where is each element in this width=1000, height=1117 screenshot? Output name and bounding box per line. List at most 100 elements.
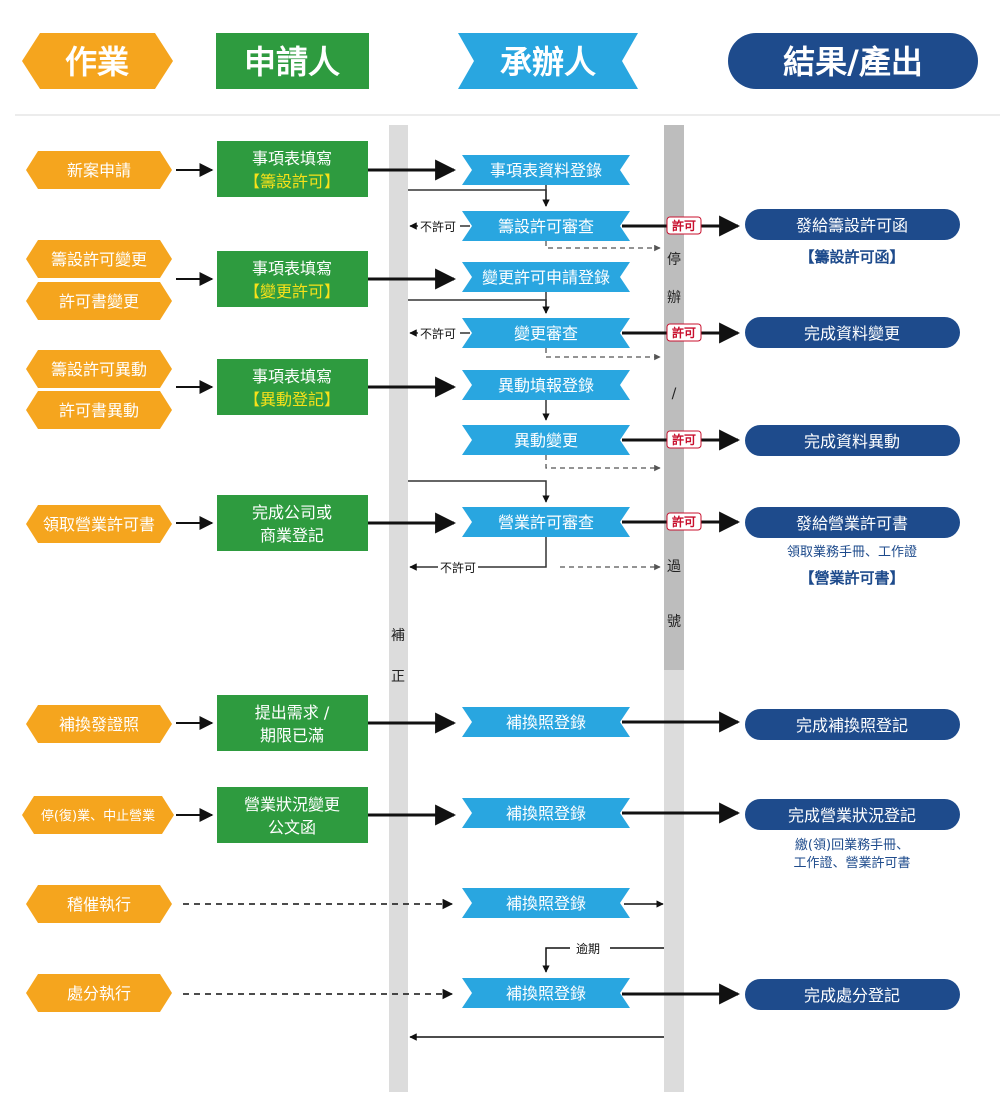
permit-label-2: 許可 xyxy=(672,325,696,340)
result-reissue: 完成補換照登記 xyxy=(745,709,960,740)
applicant-fill-3-line2: 【異動登記】 xyxy=(244,390,340,409)
left-prep-alter: 籌設許可異動 xyxy=(26,350,172,388)
handler-reissue-register-3-label: 補換照登錄 xyxy=(506,894,586,913)
stop-pass-bar-lower xyxy=(664,670,684,1092)
header-applicant: 申請人 xyxy=(216,33,369,89)
left-prep-change: 籌設許可變更 xyxy=(26,240,172,278)
handler-data-register-label: 事項表資料登錄 xyxy=(490,161,602,180)
left-get-license: 領取營業許可書 xyxy=(26,505,172,543)
left-license-change: 許可書變更 xyxy=(26,282,172,320)
permit-tags: 許可 許可 許可 許可 xyxy=(666,216,702,531)
header-work: 作業 xyxy=(22,33,173,89)
applicant-fill-2: 事項表填寫 【變更許可】 xyxy=(217,251,368,307)
applicant-request-line1: 提出需求 / xyxy=(255,703,330,722)
left-reissue: 補換發證照 xyxy=(26,705,172,743)
handler-alter-register: 異動填報登錄 xyxy=(462,370,630,400)
pass-char-2: 號 xyxy=(667,614,681,630)
applicant-company-line2: 商業登記 xyxy=(260,526,324,545)
handler-business-review-label: 營業許可審查 xyxy=(498,513,594,532)
left-reissue-label: 補換發證照 xyxy=(59,715,139,734)
stop-char-2: 辦 xyxy=(667,290,681,306)
applicant-status-line2: 公文函 xyxy=(268,818,316,837)
correction-bar xyxy=(389,125,408,1092)
left-new-case: 新案申請 xyxy=(26,151,172,189)
applicant-request-line2: 期限已滿 xyxy=(260,726,324,745)
applicant-fill-1-line2: 【籌設許可】 xyxy=(244,172,340,191)
urge-flow-lines xyxy=(409,900,664,1041)
result-data-change-label: 完成資料變更 xyxy=(804,324,900,343)
permit-label-4: 許可 xyxy=(672,514,696,529)
handler-alter-change: 異動變更 xyxy=(462,425,630,455)
handler-change-review: 變更審查 xyxy=(462,318,630,348)
stop-pass-bar xyxy=(664,125,684,670)
permit-label-1: 許可 xyxy=(672,218,696,233)
applicant-fill-2-line1: 事項表填寫 xyxy=(252,259,332,278)
stop-slash: / xyxy=(672,386,677,402)
result-business-license-note-2: 【營業許可書】 xyxy=(799,569,904,587)
handler-reissue-register-1-label: 補換照登錄 xyxy=(506,713,586,732)
handler-alter-change-label: 異動變更 xyxy=(514,431,578,450)
result-prep-letter-note: 【籌設許可函】 xyxy=(799,248,904,266)
handler-change-register-label: 變更許可申請登錄 xyxy=(482,268,610,287)
handler-prep-review: 籌設許可審查 xyxy=(462,211,630,241)
applicant-fill-3-line1: 事項表填寫 xyxy=(252,367,332,386)
left-license-change-label: 許可書變更 xyxy=(59,292,139,311)
applicant-status-line1: 營業狀況變更 xyxy=(244,795,340,814)
header-work-label: 作業 xyxy=(65,43,129,81)
header-result: 結果/產出 xyxy=(728,33,978,89)
applicant-status: 營業狀況變更 公文函 xyxy=(217,787,368,843)
applicant-to-handler-arrows xyxy=(368,159,457,826)
handler-reissue-register-4: 補換照登錄 xyxy=(462,978,630,1008)
left-license-alter-label: 許可書異動 xyxy=(59,401,139,420)
result-status-note-2: 工作證、營業許可書 xyxy=(793,855,910,871)
header-handler: 承辦人 xyxy=(458,33,638,89)
applicant-request: 提出需求 / 期限已滿 xyxy=(217,695,368,751)
handler-change-review-label: 變更審查 xyxy=(514,324,578,343)
left-prep-change-label: 籌設許可變更 xyxy=(51,250,147,269)
result-penalty: 完成處分登記 xyxy=(745,979,960,1010)
applicant-fill-1-line1: 事項表填寫 xyxy=(252,149,332,168)
result-prep-letter: 發給籌設許可函 xyxy=(745,209,960,240)
result-data-change: 完成資料變更 xyxy=(745,317,960,348)
result-data-alter: 完成資料異動 xyxy=(745,425,960,456)
pass-char-1: 過 xyxy=(667,559,681,575)
not-permit-label-3: 不許可 xyxy=(440,561,476,575)
handler-alter-register-label: 異動填報登錄 xyxy=(498,376,594,395)
correction-char-1: 補 xyxy=(391,628,405,644)
handler-reissue-register-4-label: 補換照登錄 xyxy=(506,984,586,1003)
applicant-company-line1: 完成公司或 xyxy=(252,503,332,522)
left-license-alter: 許可書異動 xyxy=(26,391,172,429)
applicant-company: 完成公司或 商業登記 xyxy=(217,495,368,551)
left-get-license-label: 領取營業許可書 xyxy=(43,515,155,534)
result-reissue-label: 完成補換照登記 xyxy=(796,716,908,735)
result-business-license-label: 發給營業許可書 xyxy=(796,514,908,533)
result-business-license-note-1: 領取業務手冊、工作證 xyxy=(787,544,917,560)
handler-reissue-register-1: 補換照登錄 xyxy=(462,707,630,737)
result-data-alter-label: 完成資料異動 xyxy=(804,432,900,451)
correction-char-2: 正 xyxy=(391,669,405,685)
result-status-label: 完成營業狀況登記 xyxy=(788,806,916,825)
handler-reissue-register-2-label: 補換照登錄 xyxy=(506,804,586,823)
handler-business-review: 營業許可審查 xyxy=(462,507,630,537)
handler-reissue-register-3: 補換照登錄 xyxy=(462,888,630,918)
applicant-fill-1: 事項表填寫 【籌設許可】 xyxy=(217,141,368,197)
overdue-label: 逾期 xyxy=(576,941,600,956)
left-prep-alter-label: 籌設許可異動 xyxy=(51,360,147,379)
left-to-applicant-arrows xyxy=(176,163,214,822)
left-suspend-label: 停(復)業、中止營業 xyxy=(41,808,155,824)
handler-change-register: 變更許可申請登錄 xyxy=(462,262,630,292)
header-handler-label: 承辦人 xyxy=(500,43,596,81)
dashed-to-stop-bar xyxy=(545,241,661,571)
applicant-fill-3: 事項表填寫 【異動登記】 xyxy=(217,359,368,415)
left-new-case-label: 新案申請 xyxy=(67,161,131,180)
stop-char-1: 停 xyxy=(667,251,681,268)
left-penalty-label: 處分執行 xyxy=(67,984,131,1003)
left-suspend: 停(復)業、中止營業 xyxy=(22,796,174,834)
not-permit-label-1: 不許可 xyxy=(420,220,456,234)
result-prep-letter-label: 發給籌設許可函 xyxy=(796,216,908,235)
header-applicant-label: 申請人 xyxy=(244,43,340,81)
result-status: 完成營業狀況登記 xyxy=(745,799,960,830)
left-penalty: 處分執行 xyxy=(26,974,172,1012)
handler-reissue-register-2: 補換照登錄 xyxy=(462,798,630,828)
not-permit-lines xyxy=(409,222,547,571)
